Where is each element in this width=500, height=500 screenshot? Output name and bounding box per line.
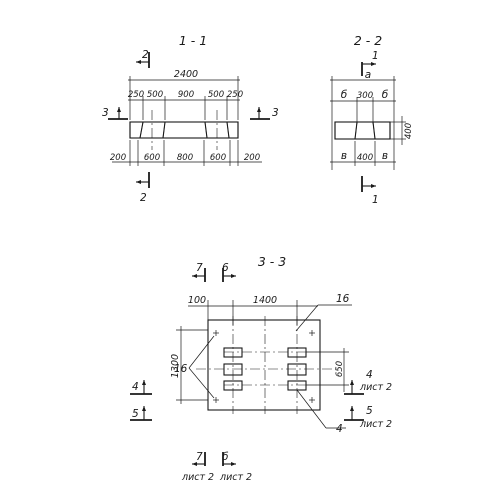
plate-3-3: [196, 316, 336, 414]
beam-section-2-2: [334, 121, 391, 140]
dim-650: 650: [335, 361, 345, 377]
cut-1-bottom-marker: 1: [361, 176, 379, 206]
cut-3-right-label: 3: [272, 107, 279, 119]
dim-bottom-v-right: в: [382, 150, 388, 162]
dim-bottom-800: 800: [177, 153, 193, 163]
dim-2400: 2400: [174, 69, 198, 80]
section-1-1: 1 - 1 2 2400 250 500 900 500 250: [102, 33, 279, 204]
dim-top-b-left: б: [341, 89, 348, 101]
tag-16-left: 16: [174, 363, 188, 375]
cut-3-left-label: 3: [102, 107, 109, 119]
cut-6-bottom-ref: лист 2: [219, 472, 252, 483]
dim-1400: 1400: [253, 295, 277, 306]
cut-7-top-marker: 7: [192, 262, 206, 282]
beam-section-1-1: [129, 110, 239, 150]
cut-4-right-label: 4: [366, 369, 373, 381]
cut-3-left-marker: 3: [102, 107, 128, 120]
dim-top-b-right: б: [382, 89, 389, 101]
dim-top-900: 900: [178, 90, 194, 100]
cut-1-top-label: 1: [372, 50, 379, 62]
cut-4-right-ref: лист 2: [359, 382, 392, 393]
cut-2-top-marker: 2: [136, 49, 150, 68]
cut-2-bottom-marker: 2: [136, 172, 150, 204]
dim-bottom-400: 400: [357, 153, 373, 163]
dim-100: 100: [188, 295, 206, 306]
dim-a: a: [365, 69, 371, 81]
section-2-2: 2 - 2 1 a б 300 б 400: [330, 33, 414, 206]
cut-5-right-marker: 5 лист 2: [344, 405, 392, 430]
cut-5-left-marker: 5: [130, 406, 152, 421]
cut-6-top-marker: 6: [222, 262, 236, 282]
cut-5-right-ref: лист 2: [359, 419, 392, 430]
cut-4-right-marker: 4 лист 2: [344, 369, 392, 395]
cut-5-left-label: 5: [132, 408, 139, 420]
dim-1300: 1300: [170, 354, 181, 378]
cut-7-bottom-marker: 7 лист 2: [181, 451, 214, 483]
cut-1-top-marker: 1: [361, 50, 379, 76]
dim-top-500-left: 500: [147, 90, 163, 100]
dim-top-250-right: 250: [227, 90, 243, 100]
dim-bottom-600-left: 600: [144, 153, 160, 163]
dim-bottom-v-left: в: [341, 150, 347, 162]
dim-top-300: 300: [357, 91, 373, 101]
cut-1-bottom-label: 1: [372, 194, 379, 206]
dim-top-500-right: 500: [208, 90, 224, 100]
section-1-1-title: 1 - 1: [179, 33, 207, 48]
cut-7-top-label: 7: [196, 262, 203, 274]
tag-4-bottom: 4: [336, 423, 343, 435]
cut-5-right-label: 5: [366, 405, 373, 417]
dim-top-250-left: 250: [128, 90, 144, 100]
dim-bottom-200-left: 200: [110, 153, 126, 163]
section-2-2-title: 2 - 2: [354, 33, 382, 48]
cut-6-top-label: 6: [222, 262, 229, 274]
cut-2-top-label: 2: [142, 49, 149, 61]
cut-6-bottom-marker: б лист 2: [219, 451, 252, 483]
cut-4-left-marker: 4: [130, 380, 152, 395]
cut-4-left-label: 4: [132, 381, 139, 393]
cut-3-right-marker: 3: [250, 107, 279, 120]
dim-bottom-200-right: 200: [244, 153, 260, 163]
cut-2-bottom-label: 2: [140, 192, 147, 204]
dim-bottom-600-right: 600: [210, 153, 226, 163]
cut-7-bottom-label: 7: [196, 451, 203, 463]
section-3-3: 3 - 3 7 6 100 1400 16: [130, 254, 392, 483]
dim-height-400: 400: [404, 123, 414, 139]
cut-7-bottom-ref: лист 2: [181, 472, 214, 483]
tag-16-top: 16: [336, 293, 350, 305]
cut-6-bottom-label: б: [222, 451, 229, 463]
section-3-3-title: 3 - 3: [258, 254, 286, 269]
